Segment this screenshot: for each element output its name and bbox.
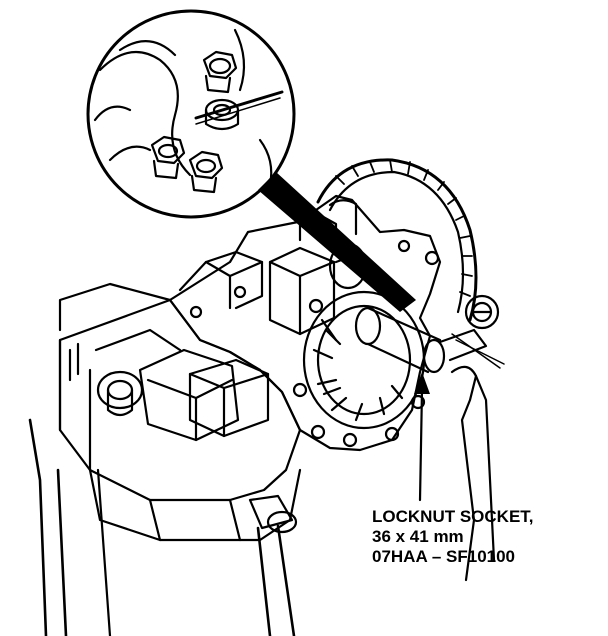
detail-bolt-top <box>202 50 238 94</box>
callout-pointer <box>414 372 430 502</box>
detail-bolt-middle <box>204 98 240 131</box>
chain-loop <box>316 158 478 322</box>
callout-line-3: 07HAA – SF10100 <box>372 547 516 566</box>
callout-line-2: 36 x 41 mm <box>372 527 464 546</box>
detail-magnifier <box>86 9 296 219</box>
lower-casing <box>28 250 302 636</box>
detail-bolt-lower-left <box>150 135 186 180</box>
locknut-socket-shaft <box>354 306 505 374</box>
transmission-housing <box>168 194 505 582</box>
callout-line-1: LOCKNUT SOCKET, <box>372 507 534 526</box>
detail-bolt-lower-right <box>188 150 224 194</box>
locknut-socket-callout: LOCKNUT SOCKET, 36 x 41 mm 07HAA – SF101… <box>372 507 534 567</box>
